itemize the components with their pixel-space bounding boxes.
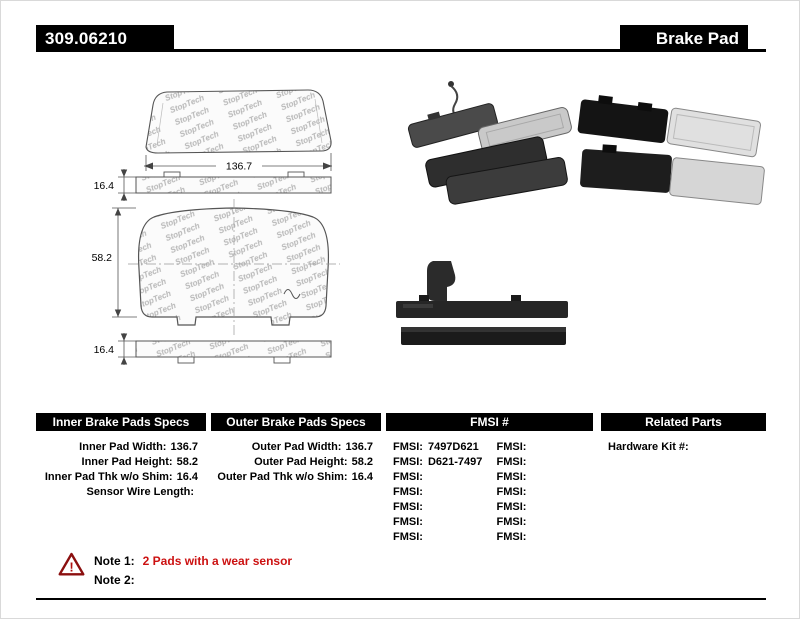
abutment-clip (427, 261, 456, 301)
dim-thickness-top-label: 16.4 (94, 180, 115, 192)
inner-specs-table: Inner Brake Pads Specs Inner Pad Width:1… (36, 413, 206, 500)
fmsi-label: FMSI: (496, 456, 527, 468)
note-1: Note 1: 2 Pads with a wear sensor (94, 554, 292, 568)
fmsi-cell-left: FMSI: (386, 515, 490, 530)
fmsi-label: FMSI: (393, 486, 423, 498)
fmsi-label: FMSI: (393, 441, 423, 453)
fmsi-row: FMSI: 7497D621 FMSI: (386, 440, 593, 455)
fmsi-label: FMSI: (496, 516, 527, 528)
fmsi-cell-left: FMSI: 7497D621 (386, 440, 490, 455)
fmsi-cell-left: FMSI: (386, 485, 490, 500)
fmsi-row: FMSI: FMSI: (386, 500, 593, 515)
wear-sensor-mark (283, 289, 301, 299)
inner-row-height: Inner Pad Height:58.2 (36, 455, 206, 470)
dim-height (112, 207, 137, 318)
fmsi-label: FMSI: (393, 531, 423, 543)
fmsi-header: FMSI # (386, 413, 593, 431)
note1-text: 2 Pads with a wear sensor (142, 554, 293, 568)
fmsi-value: 7497D621 (427, 441, 479, 453)
outer-row-width: Outer Pad Width:136.7 (211, 440, 381, 455)
fmsi-label: FMSI: (496, 531, 527, 543)
inner-row-thickness: Inner Pad Thk w/o Shim:16.4 (36, 470, 206, 485)
fmsi-row: FMSI: FMSI: (386, 470, 593, 485)
footer-rule (36, 598, 766, 600)
outer-row-height: Outer Pad Height:58.2 (211, 455, 381, 470)
spec-value: 16.4 (176, 471, 198, 483)
outer-specs-header: Outer Brake Pads Specs (211, 413, 381, 431)
fmsi-cell-left: FMSI: (386, 500, 490, 515)
spec-label: Outer Pad Thk w/o Shim: (217, 471, 348, 483)
fmsi-cell-right: FMSI: (490, 470, 594, 485)
related-row-hardware-kit: Hardware Kit #: (601, 440, 766, 455)
spec-label: Inner Pad Width: (79, 441, 167, 453)
fmsi-label: FMSI: (393, 501, 423, 513)
pad-top-view (145, 89, 332, 154)
inner-row-width: Inner Pad Width:136.7 (36, 440, 206, 455)
photo-pads-edge (396, 261, 568, 345)
fmsi-row: FMSI: D621-7497 FMSI: (386, 455, 593, 470)
note-2: Note 2: (94, 573, 143, 587)
related-parts-header: Related Parts (601, 413, 766, 431)
spec-value: 58.2 (351, 456, 373, 468)
fmsi-label: FMSI: (393, 471, 423, 483)
spec-value: 58.2 (176, 456, 198, 468)
pad-edge-view-top (135, 171, 332, 194)
fmsi-cell-left: FMSI: (386, 530, 490, 545)
fmsi-label: FMSI: (496, 441, 527, 453)
fmsi-label: FMSI: (496, 501, 527, 513)
related-parts-table: Related Parts Hardware Kit #: (601, 413, 766, 455)
fmsi-cell-right: FMSI: (490, 530, 594, 545)
spec-value: 136.7 (170, 441, 198, 453)
dim-thickness-bottom (118, 333, 136, 365)
dim-thickness-bottom-label: 16.4 (94, 344, 115, 356)
spec-label: Outer Pad Height: (254, 456, 348, 468)
fmsi-row: FMSI: FMSI: (386, 530, 593, 545)
part-number: 309.06210 (36, 25, 174, 52)
technical-drawing: StopTech 136.7 16.4 (84, 89, 340, 365)
fmsi-cell-right: FMSI: (490, 485, 594, 500)
warning-glyph: ! (69, 560, 73, 575)
spec-label: Inner Pad Thk w/o Shim: (44, 471, 173, 483)
warning-icon: ! (58, 552, 85, 576)
spec-label: Hardware Kit #: (608, 441, 689, 453)
fmsi-cell-right: FMSI: (490, 455, 594, 470)
fmsi-value: D621-7497 (427, 456, 483, 468)
spec-label: Inner Pad Height: (81, 456, 173, 468)
outer-specs-table: Outer Brake Pads Specs Outer Pad Width:1… (211, 413, 381, 485)
spec-label: Sensor Wire Length: (86, 486, 194, 498)
fmsi-label: FMSI: (393, 456, 423, 468)
photo-pad-set (577, 95, 765, 205)
fmsi-label: FMSI: (496, 471, 527, 483)
inner-specs-header: Inner Brake Pads Specs (36, 413, 206, 431)
page-title: Brake Pad (620, 25, 748, 52)
photo-pads-angled (407, 81, 572, 205)
pad-edge-view-bottom (135, 340, 332, 364)
dim-height-label: 58.2 (92, 252, 113, 264)
note1-label: Note 1: (94, 554, 135, 568)
inner-row-sensor-wire: Sensor Wire Length: (36, 485, 206, 500)
fmsi-table: FMSI # FMSI: 7497D621 FMSI: FMSI: D621-749… (386, 413, 593, 545)
fmsi-cell-right: FMSI: (490, 515, 594, 530)
product-photos (396, 81, 765, 345)
fmsi-cell-right: FMSI: (490, 500, 594, 515)
fmsi-row: FMSI: FMSI: (386, 515, 593, 530)
fmsi-cell-left: FMSI: (386, 470, 490, 485)
fmsi-cell-right: FMSI: (490, 440, 594, 455)
spec-value: 136.7 (345, 441, 373, 453)
outer-row-thickness: Outer Pad Thk w/o Shim:16.4 (211, 470, 381, 485)
dim-width-label: 136.7 (226, 161, 252, 173)
fmsi-label: FMSI: (496, 486, 527, 498)
fmsi-cell-left: FMSI: D621-7497 (386, 455, 490, 470)
fmsi-label: FMSI: (393, 516, 423, 528)
spec-value: 16.4 (351, 471, 373, 483)
pad-front-view (128, 199, 340, 335)
spec-label: Outer Pad Width: (251, 441, 342, 453)
page-header: 309.06210 Brake Pad (36, 25, 766, 52)
fmsi-row: FMSI: FMSI: (386, 485, 593, 500)
dim-thickness-top (118, 169, 136, 201)
note2-label: Note 2: (94, 573, 135, 587)
